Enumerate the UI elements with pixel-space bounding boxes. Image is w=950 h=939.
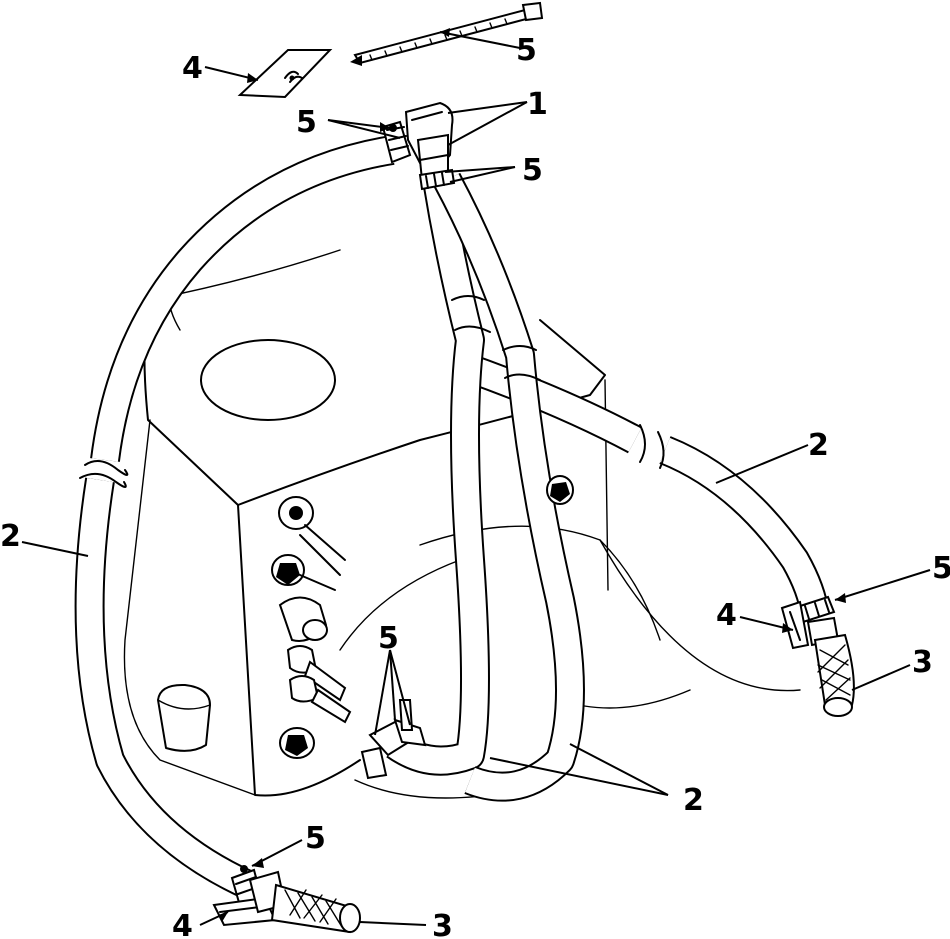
callout-1: 1 [527,87,548,122]
callout-3-bottom: 3 [432,909,453,939]
tie-strap [350,1,544,66]
callout-5-middle: 5 [378,621,399,656]
clamp-top-right [418,168,456,191]
hose-right [455,350,830,618]
callout-2-right: 2 [808,428,829,463]
fitting-tee [404,101,454,182]
clips [212,49,810,927]
tank-fittings [271,475,574,759]
callout-4-right: 4 [716,598,737,633]
clamps [230,1,836,908]
filter-right [806,616,855,717]
callout-4-bottom: 4 [172,909,193,939]
callout-labels: 4 5 1 5 5 2 2 5 4 5 3 2 5 4 3 [0,33,950,939]
clip-top [237,49,333,99]
clip-right [780,600,810,650]
filler-cap [200,339,336,421]
filters [248,616,855,934]
clamp-top-left [381,120,412,164]
hose-left [74,135,395,899]
tank-cover [157,683,211,752]
leader-lines [21,28,931,926]
clamp-middle [360,699,427,780]
callout-5-top-right: 5 [522,153,543,188]
callout-3-right: 3 [912,645,933,680]
filter-bottom [248,870,361,934]
callout-5-top-left: 5 [296,105,317,140]
callout-4-top: 4 [182,51,203,86]
callout-5-right: 5 [932,551,950,586]
callout-5-tie: 5 [516,33,537,68]
callout-2-left: 2 [0,519,21,554]
hose-vertical [386,172,585,802]
callout-5-bottom: 5 [305,821,326,856]
callout-2-bottom: 2 [683,783,704,818]
